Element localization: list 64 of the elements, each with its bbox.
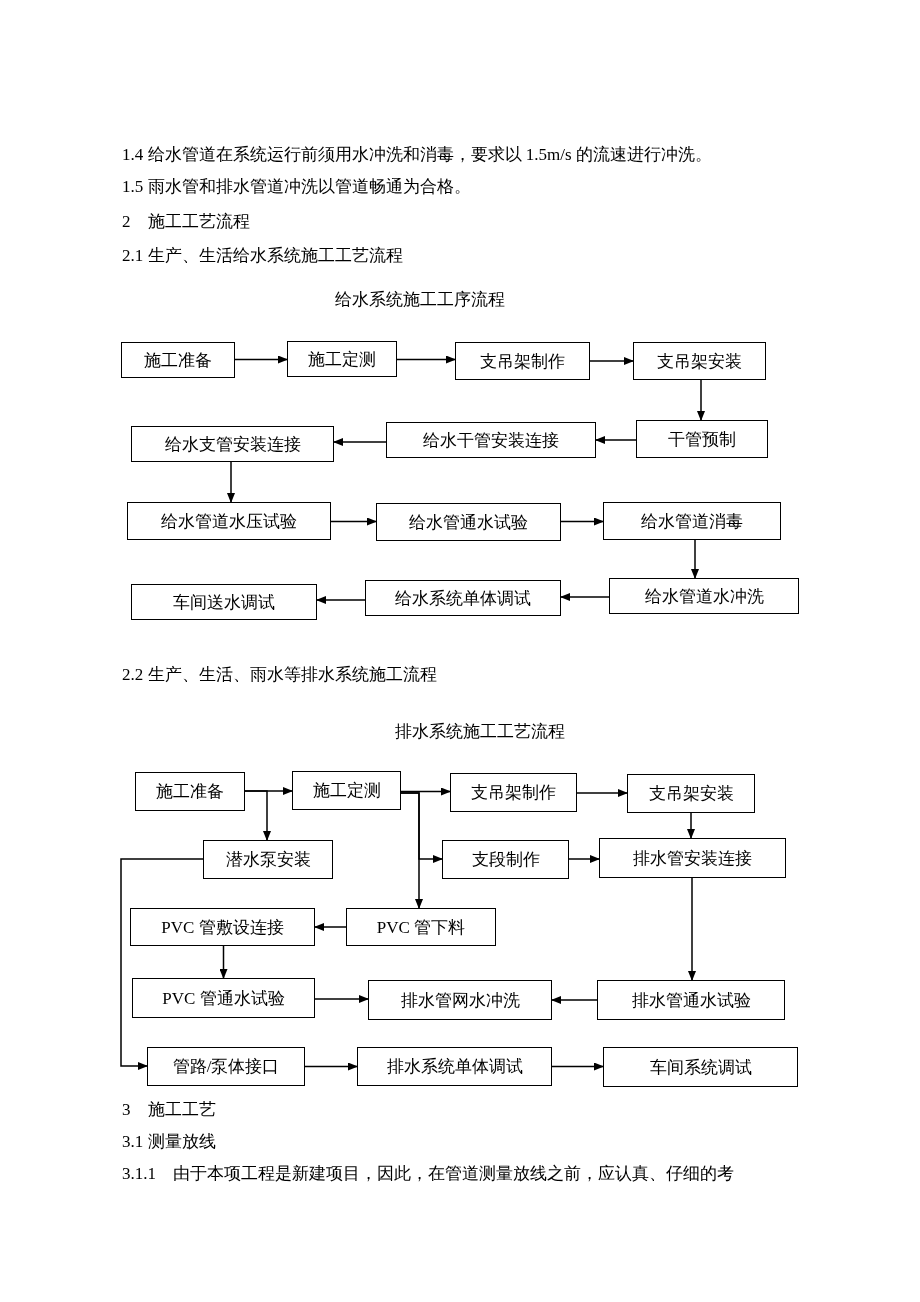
arrow — [568, 855, 600, 863]
arrow — [400, 792, 423, 909]
arrow — [551, 1062, 604, 1071]
arrow — [330, 517, 377, 526]
chart-title: 给水系统施工工序流程 — [335, 289, 505, 311]
arrow — [560, 593, 610, 601]
process-box: 给水管通水试验 — [376, 503, 561, 541]
arrow — [234, 355, 288, 364]
section-heading: 2 施工工艺流程 — [122, 211, 250, 233]
arrow — [120, 858, 204, 1070]
chart-title: 排水系统施工工艺流程 — [395, 721, 565, 743]
arrow — [314, 995, 369, 1003]
arrow — [688, 877, 696, 981]
process-box: 给水干管安装连接 — [386, 422, 596, 458]
arrow — [314, 923, 347, 931]
process-box: 施工准备 — [135, 772, 245, 811]
body-text: 3.1.1 由于本项工程是新建项目，因此，在管道测量放线之前，应认真、仔细的考 — [122, 1163, 734, 1185]
section-heading: 3 施工工艺 — [122, 1099, 216, 1121]
section-heading: 2.2 生产、生活、雨水等排水系统施工流程 — [122, 664, 437, 686]
arrow — [551, 996, 598, 1004]
arrow — [589, 357, 634, 365]
section-heading: 3.1 测量放线 — [122, 1131, 216, 1153]
process-box: PVC 管通水试验 — [132, 978, 315, 1018]
arrow — [400, 787, 451, 796]
process-box: 排水系统单体调试 — [357, 1047, 552, 1086]
arrow — [227, 461, 235, 503]
arrow — [316, 596, 366, 604]
body-text: 1.4 给水管道在系统运行前须用水冲洗和消毒，要求以 1.5m/s 的流速进行冲洗。 — [122, 144, 712, 166]
process-box: 给水管道消毒 — [603, 502, 781, 540]
process-box: 管路/泵体接口 — [147, 1047, 305, 1086]
section-heading: 2.1 生产、生活给水系统施工工艺流程 — [122, 245, 403, 267]
process-box: 支吊架安装 — [627, 774, 755, 813]
process-box: 车间送水调试 — [131, 584, 317, 620]
arrow — [691, 539, 699, 579]
process-box: 施工定测 — [292, 771, 401, 810]
process-box: 支吊架制作 — [450, 773, 577, 812]
process-box: 车间系统调试 — [603, 1047, 798, 1087]
process-box: 给水系统单体调试 — [365, 580, 561, 616]
process-box: 排水管通水试验 — [597, 980, 785, 1020]
process-box: 支吊架安装 — [633, 342, 766, 380]
process-box: 潜水泵安装 — [203, 840, 333, 879]
process-box: 干管预制 — [636, 420, 768, 458]
body-text: 1.5 雨水管和排水管道冲洗以管道畅通为合格。 — [122, 176, 471, 198]
process-box: 排水管网水冲洗 — [368, 980, 552, 1020]
process-box: 排水管安装连接 — [599, 838, 786, 878]
arrow — [244, 790, 271, 841]
process-box: 给水管道水压试验 — [127, 502, 331, 540]
process-box: 支吊架制作 — [455, 342, 590, 380]
process-box: PVC 管敷设连接 — [130, 908, 315, 946]
arrow — [304, 1062, 358, 1071]
arrow — [576, 789, 628, 797]
process-box: 支段制作 — [442, 840, 569, 879]
process-box: 给水管道水冲洗 — [609, 578, 799, 614]
process-box: 施工定测 — [287, 341, 397, 377]
arrow — [595, 436, 637, 444]
process-box: 施工准备 — [121, 342, 235, 378]
arrow — [560, 517, 604, 526]
process-box: PVC 管下料 — [346, 908, 496, 946]
arrow — [333, 438, 387, 446]
arrow — [687, 812, 695, 839]
arrow — [396, 355, 456, 364]
process-box: 给水支管安装连接 — [131, 426, 334, 462]
arrow — [697, 379, 705, 421]
arrow — [219, 945, 228, 979]
